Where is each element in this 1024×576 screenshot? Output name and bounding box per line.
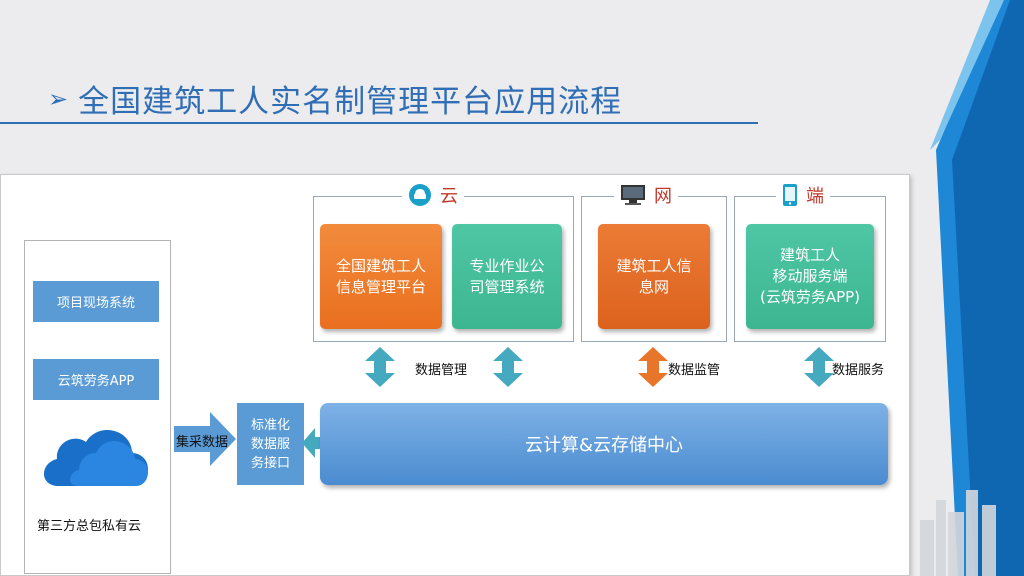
page-title: 全国建筑工人实名制管理平台应用流程 xyxy=(78,76,622,121)
monitor-icon xyxy=(620,184,646,206)
group-duan-label: 端 xyxy=(806,182,824,208)
collect-data-label: 集采数据 xyxy=(176,431,228,450)
double-arrow-icon xyxy=(638,347,668,387)
private-cloud-label: 第三方总包私有云 xyxy=(37,515,141,534)
group-wang-label: 网 xyxy=(654,182,672,208)
double-arrow-icon xyxy=(493,347,523,387)
group-yun-label: 云 xyxy=(440,182,458,208)
mobile-service-card: 建筑工人 移动服务端 (云筑劳务APP) xyxy=(746,224,874,329)
project-site-system-box: 项目现场系统 xyxy=(33,281,159,322)
title-underline xyxy=(0,122,758,124)
double-arrow-icon xyxy=(804,347,834,387)
cloud-server-icon xyxy=(408,183,432,207)
worker-info-net-card: 建筑工人信 息网 xyxy=(598,224,710,329)
group-duan-title: 端 xyxy=(776,182,830,208)
yunzhu-labor-app-box: 云筑劳务APP xyxy=(33,359,159,400)
national-worker-platform-card: 全国建筑工人 信息管理平台 xyxy=(320,224,442,329)
cloud-computing-center-box: 云计算&云存储中心 xyxy=(320,403,888,485)
group-wang-title: 网 xyxy=(614,182,678,208)
arrow-bullet-icon: ➢ xyxy=(48,87,68,111)
data-management-label: 数据管理 xyxy=(415,359,467,378)
data-service-label: 数据服务 xyxy=(832,359,884,378)
standard-data-interface-box: 标准化 数据服 务接口 xyxy=(237,403,304,485)
mobile-phone-icon xyxy=(782,183,798,207)
onedrive-cloud-icon xyxy=(44,422,148,488)
data-supervision-label: 数据监管 xyxy=(668,359,720,378)
special-company-system-card: 专业作业公 司管理系统 xyxy=(452,224,562,329)
group-yun-title: 云 xyxy=(402,182,464,208)
slide-title: ➢ 全国建筑工人实名制管理平台应用流程 xyxy=(48,76,622,121)
double-arrow-icon xyxy=(365,347,395,387)
